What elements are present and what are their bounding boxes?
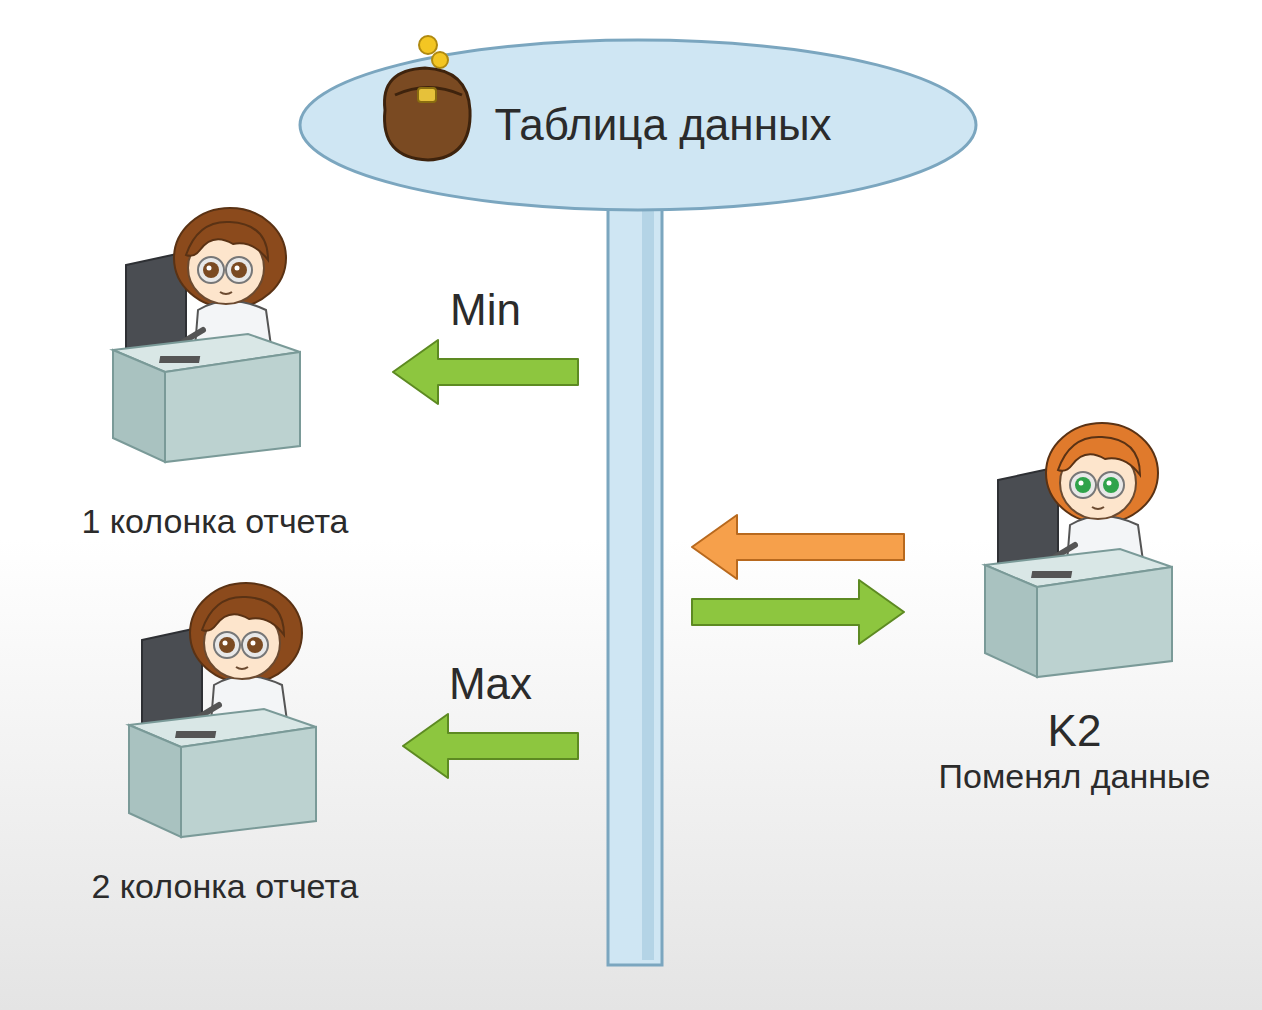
edge-label: Max bbox=[449, 662, 532, 706]
pole bbox=[608, 200, 662, 965]
edge-label: Min bbox=[450, 288, 521, 332]
person-figure bbox=[113, 208, 300, 462]
node-label: 1 колонка отчета bbox=[82, 502, 349, 541]
node-label: Таблица данных bbox=[494, 100, 831, 151]
person-figure bbox=[129, 583, 316, 837]
node-heading: K2 bbox=[1048, 706, 1102, 757]
block-arrow bbox=[692, 515, 904, 579]
person-node: K2Поменял данные bbox=[912, 420, 1237, 800]
block-arrow bbox=[393, 340, 578, 404]
block-arrow bbox=[403, 714, 578, 778]
person-node: 2 колонка отчета bbox=[55, 585, 395, 910]
node-label: Поменял данные bbox=[939, 757, 1211, 796]
purse-icon bbox=[385, 36, 471, 160]
table-ellipse bbox=[300, 40, 976, 210]
table-ellipse-node: Таблица данных bbox=[298, 40, 978, 210]
person-node: 1 колонка отчета bbox=[45, 210, 385, 545]
block-arrow bbox=[692, 580, 904, 644]
node-label: 2 колонка отчета bbox=[92, 867, 359, 906]
person-figure bbox=[985, 423, 1172, 677]
